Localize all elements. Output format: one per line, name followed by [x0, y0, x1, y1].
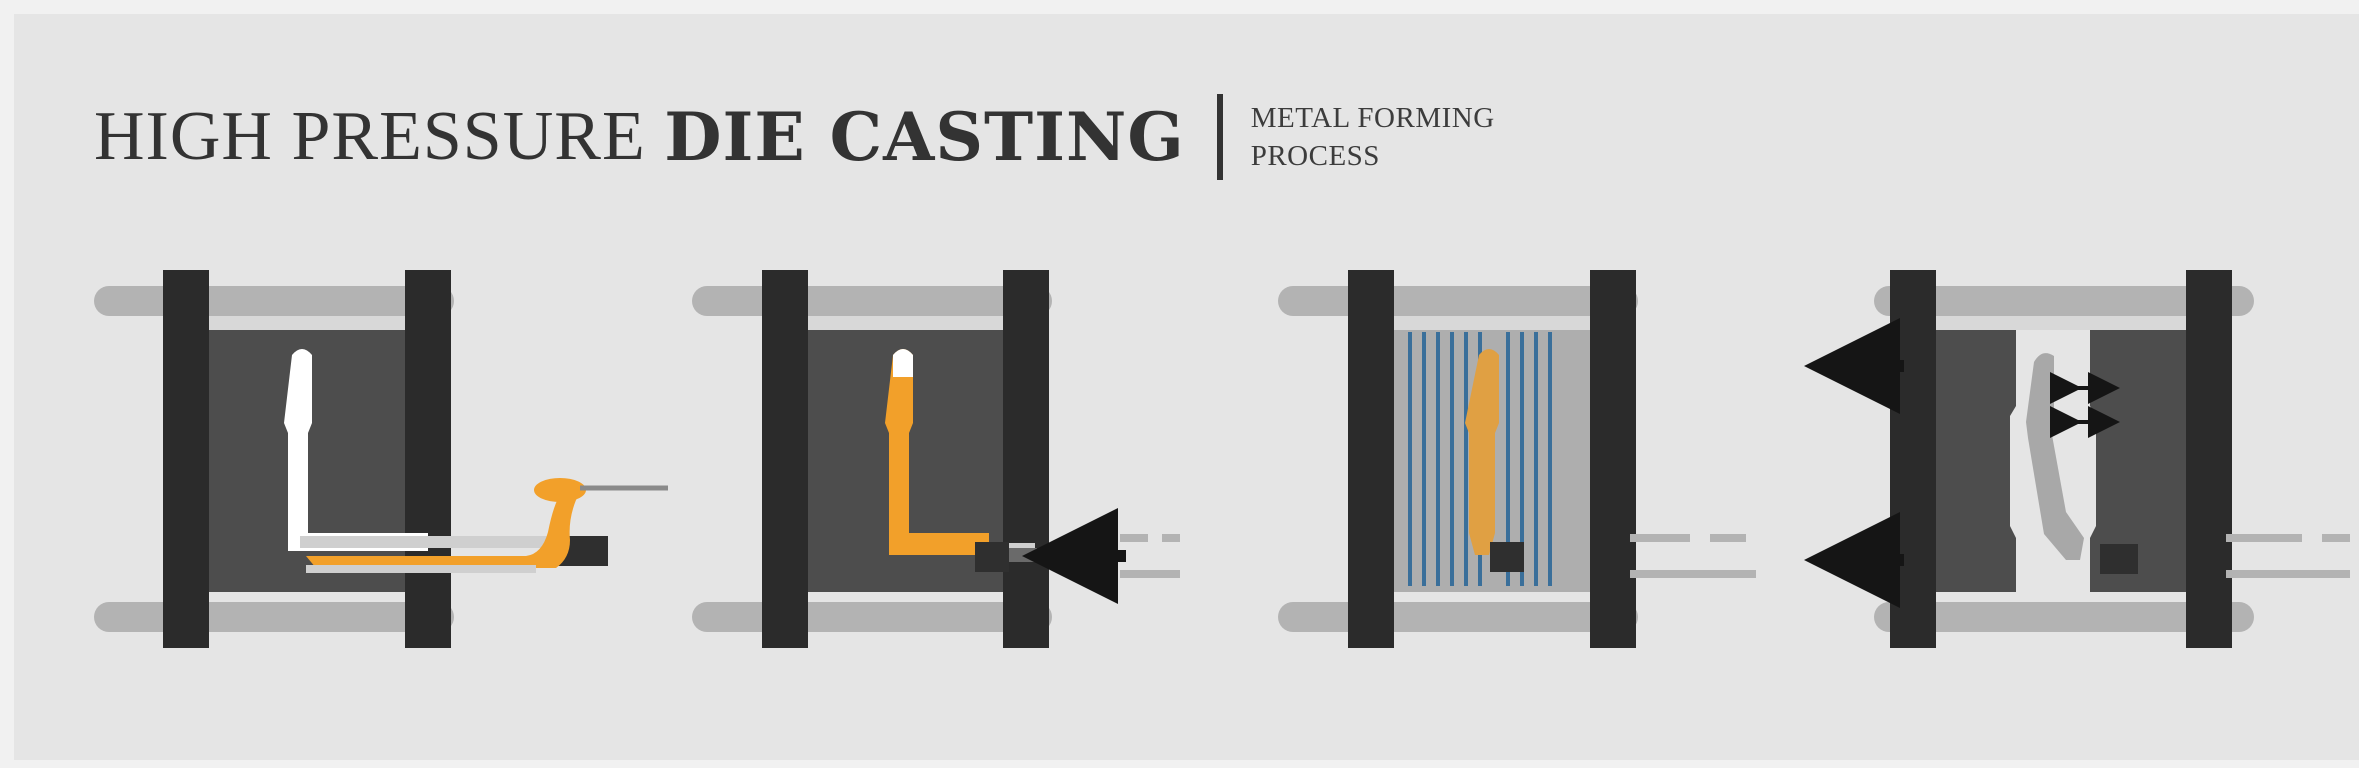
- tie-bar-top: [1278, 286, 1638, 316]
- moving-platen: [1003, 270, 1049, 648]
- title-bold-text: DIE CASTING: [664, 98, 1185, 176]
- return-rail: [306, 565, 536, 573]
- moving-platen: [405, 270, 451, 648]
- tie-bar-top: [94, 286, 454, 316]
- stage-4-ejection: [1804, 270, 2350, 648]
- tie-bar-bottom: [1874, 602, 2254, 632]
- fixed-platen: [1890, 270, 1936, 648]
- stage-3-cooling: [1278, 270, 1756, 648]
- tie-bar-bottom: [692, 602, 1052, 632]
- plunger-rod: [1009, 548, 1037, 562]
- filled-cavity: [885, 349, 989, 555]
- fixed-platen: [163, 270, 209, 648]
- title-light-text: HIGH PRESSURE: [94, 98, 665, 175]
- moving-platen: [1590, 270, 1636, 648]
- cavity-air-tip: [893, 349, 913, 377]
- plunger: [975, 542, 1009, 572]
- empty-cavity: [284, 349, 428, 551]
- cavity-opening-top: [1390, 316, 1594, 330]
- tie-bar-top: [1874, 286, 2254, 316]
- title-row: HIGH PRESSURE DIE CASTING METAL FORMING …: [94, 82, 1521, 192]
- ladle-bowl: [534, 478, 586, 502]
- moving-platen: [2186, 270, 2232, 648]
- cavity-opening-top: [804, 316, 1008, 330]
- solidifying-casting: [1465, 349, 1499, 555]
- die-half-left: [1936, 328, 2016, 592]
- tie-bar-top: [692, 286, 1052, 316]
- tie-bar-bottom: [94, 602, 454, 632]
- fixed-platen: [1348, 270, 1394, 648]
- fixed-platen: [762, 270, 808, 648]
- cavity-opening-top: [206, 316, 410, 330]
- subtitle-text: METAL FORMING PROCESS: [1250, 102, 1495, 172]
- cavity-opening-top: [1936, 316, 2186, 330]
- molten-metal-pour: [306, 485, 584, 568]
- shot-sleeve: [300, 536, 562, 548]
- stage-2-injection: [692, 270, 1180, 648]
- plunger: [2100, 544, 2138, 574]
- ejected-casting: [2026, 353, 2084, 560]
- tie-bar-bottom: [1278, 602, 1638, 632]
- stage-1-ladling: [94, 270, 668, 648]
- plunger: [1490, 542, 1524, 572]
- title-separator: [1216, 94, 1223, 180]
